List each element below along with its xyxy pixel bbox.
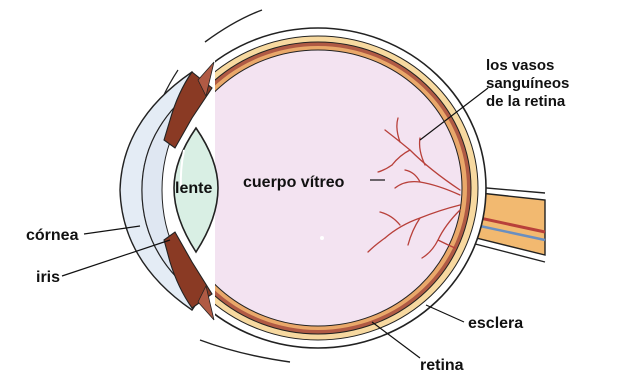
label-retina: retina [420,357,464,374]
leader-sclera [426,305,464,322]
label-vessels-line2: sanguíneos [486,75,569,92]
label-lens: lente [175,180,212,197]
label-vitreous: cuerpo vítreo [243,174,345,191]
label-cornea: córnea [26,227,79,244]
label-sclera: esclera [468,315,523,332]
upper-eyelid-line [205,10,262,42]
vitreous-highlight [320,236,324,240]
label-vessels-line3: de la retina [486,93,566,110]
label-iris: iris [36,269,60,286]
label-vessels-line1: los vasos [486,57,554,74]
